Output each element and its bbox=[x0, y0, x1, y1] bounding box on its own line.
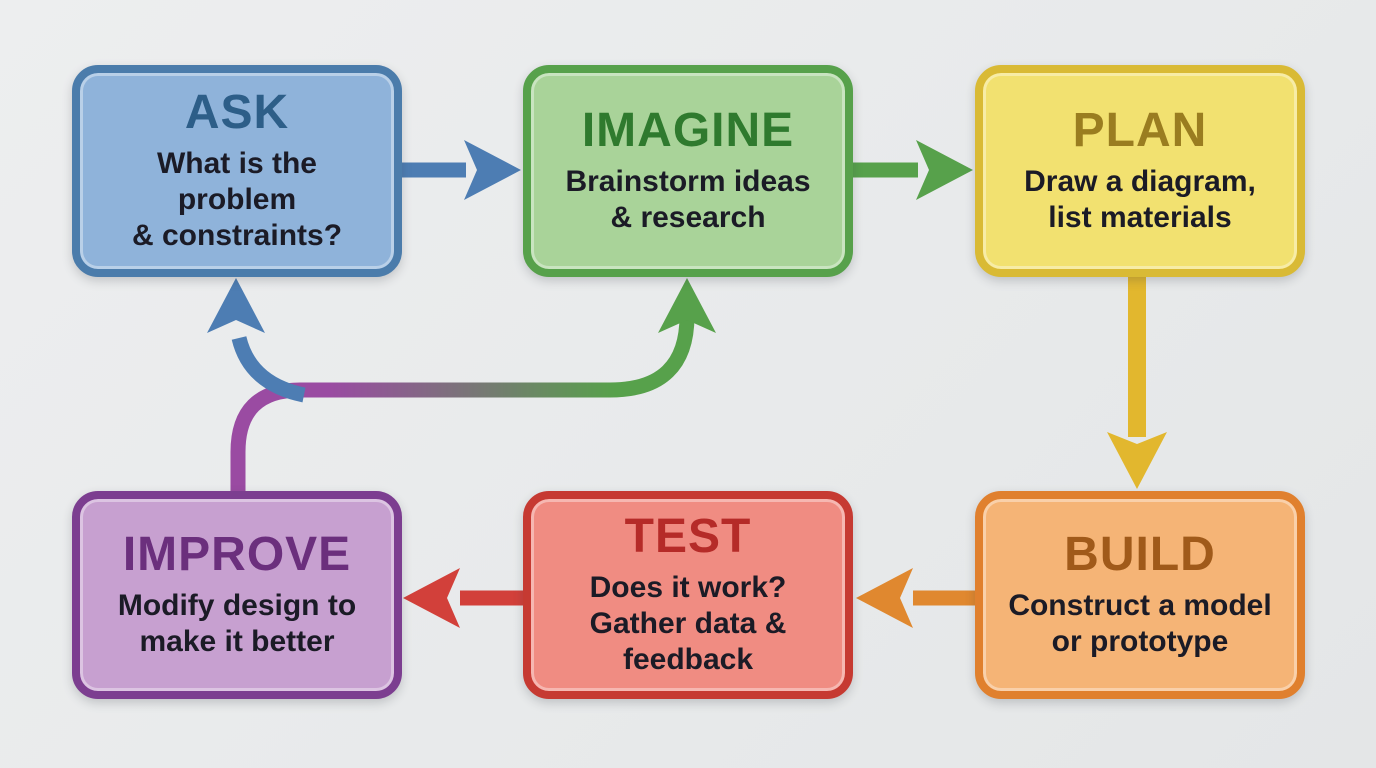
box-ask: ASK What is the problem & constraints? bbox=[72, 65, 402, 277]
box-build-title: BUILD bbox=[1064, 527, 1216, 581]
box-imagine-description: Brainstorm ideas & research bbox=[565, 164, 811, 234]
box-plan: PLAN Draw a diagram, list materials bbox=[975, 65, 1305, 277]
box-plan-description: Draw a diagram, list materials bbox=[1024, 164, 1256, 234]
box-improve-description: Modify design to make it better bbox=[117, 588, 357, 658]
arrow-improve-to-ask-head-icon bbox=[207, 278, 265, 333]
arrow-imagine-to-plan-head-icon bbox=[916, 140, 973, 200]
box-build: BUILD Construct a model or prototype bbox=[975, 491, 1305, 699]
arrow-test-to-improve bbox=[403, 568, 527, 628]
arrow-improve-to-ask bbox=[207, 278, 306, 403]
box-improve-title: IMPROVE bbox=[122, 527, 352, 581]
box-improve: IMPROVE Modify design to make it better bbox=[72, 491, 402, 699]
box-ask-description: What is the problem & constraints? bbox=[131, 146, 343, 252]
arrow-plan-to-build-head-icon bbox=[1107, 432, 1167, 489]
arrow-ask-to-imagine-head-icon bbox=[464, 140, 521, 200]
arrow-ask-to-imagine bbox=[396, 140, 521, 200]
box-plan-title: PLAN bbox=[1072, 103, 1208, 157]
box-imagine: IMAGINE Brainstorm ideas & research bbox=[523, 65, 853, 277]
box-build-description: Construct a model or prototype bbox=[1008, 588, 1272, 658]
arrow-improve-to-ask-shaft bbox=[231, 335, 306, 403]
box-test-title: TEST bbox=[624, 509, 752, 563]
arrow-imagine-to-plan bbox=[848, 140, 973, 200]
arrow-improve-to-imagine-shaft bbox=[230, 312, 695, 494]
arrow-test-to-improve-head-icon bbox=[403, 568, 460, 628]
arrow-improve-to-imagine-head-icon bbox=[658, 278, 716, 333]
box-ask-title: ASK bbox=[184, 85, 290, 139]
arrow-improve-to-imagine bbox=[230, 278, 716, 494]
box-test: TEST Does it work? Gather data & feedbac… bbox=[523, 491, 853, 699]
arrow-build-to-test-head-icon bbox=[856, 568, 913, 628]
arrow-build-to-test bbox=[856, 568, 980, 628]
box-test-description: Does it work? Gather data & feedback bbox=[589, 570, 787, 676]
box-imagine-title: IMAGINE bbox=[581, 103, 795, 157]
arrow-plan-to-build bbox=[1107, 272, 1167, 489]
